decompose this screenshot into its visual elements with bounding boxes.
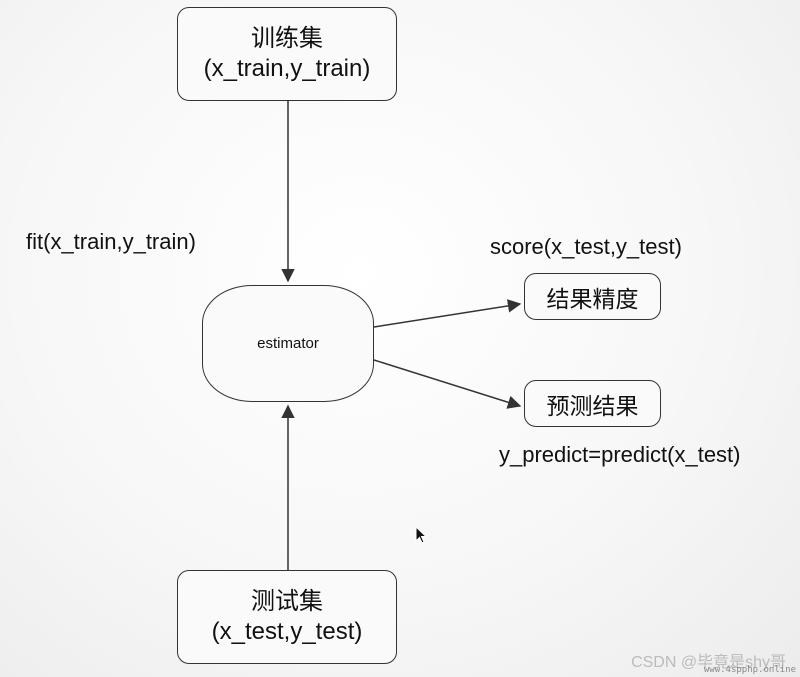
score-edge <box>373 299 522 328</box>
prediction-label: 预测结果 <box>546 392 639 419</box>
training-set-params: (x_train,y_train) <box>203 55 371 82</box>
test-set-params: (x_test,y_test) <box>211 618 363 645</box>
estimator-node: estimator <box>202 285 374 402</box>
watermark: CSDN @毕竟是shy哥 <box>631 654 786 671</box>
accuracy-label: 结果精度 <box>546 285 639 312</box>
watermark-url: www.4spphp.online <box>703 665 796 675</box>
score-edge-label: score(x_test,y_test) <box>490 234 682 259</box>
prediction-node: 预测结果 <box>524 380 661 427</box>
test-set-title: 测试集 <box>251 588 323 615</box>
training-set-node: 训练集 (x_train,y_train) <box>177 7 397 101</box>
predict-edge <box>373 359 522 409</box>
fit-edge-label: fit(x_train,y_train) <box>26 229 196 254</box>
mouse-pointer-icon <box>415 526 427 544</box>
accuracy-node: 结果精度 <box>524 273 661 320</box>
estimator-label: estimator <box>257 335 319 352</box>
training-set-title: 训练集 <box>251 25 323 52</box>
test-set-node: 测试集 (x_test,y_test) <box>177 570 397 664</box>
predict-edge-label: y_predict=predict(x_test) <box>499 442 741 467</box>
